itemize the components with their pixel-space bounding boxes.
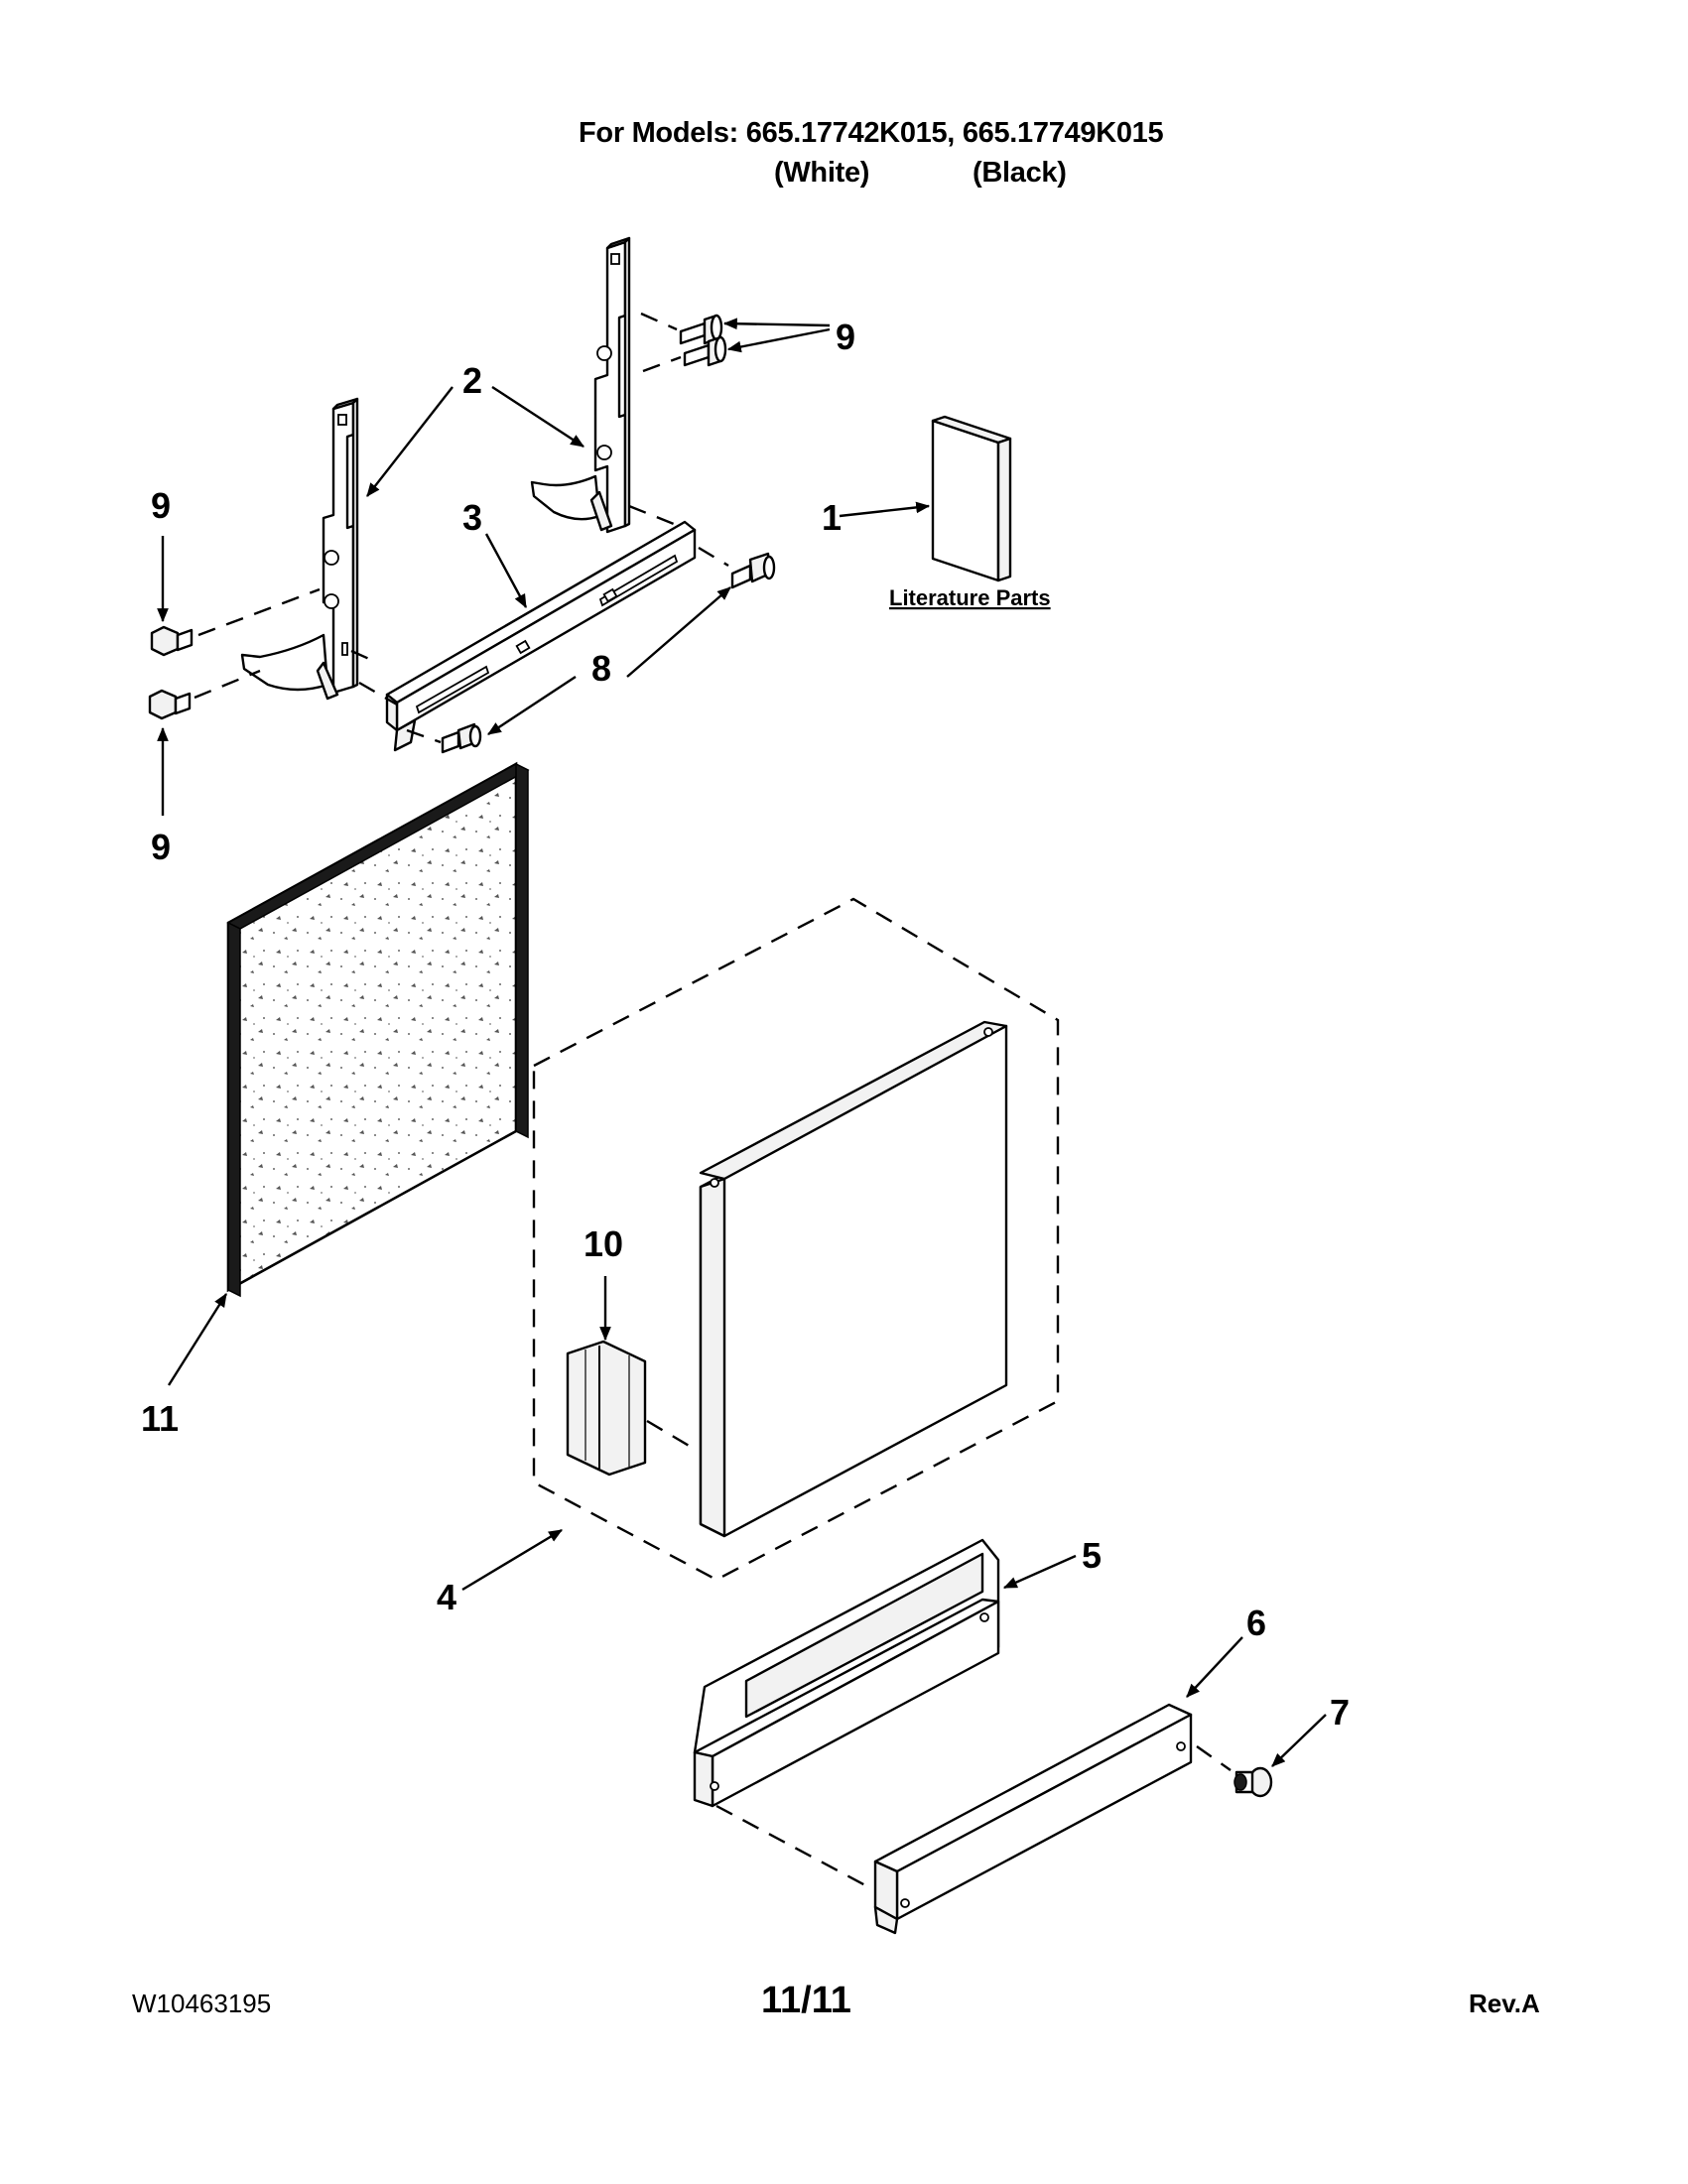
callout-4: 4 xyxy=(437,1577,456,1617)
page-number: 11/11 xyxy=(761,1980,851,2021)
callout-3: 3 xyxy=(462,497,482,538)
clip-screw xyxy=(1234,1766,1273,1798)
callout-9-left-upper: 9 xyxy=(151,485,171,526)
insert-plate xyxy=(566,1340,692,1477)
toe-panel xyxy=(693,1538,1000,1808)
door-panel xyxy=(532,897,1060,1582)
screw-top-lower xyxy=(683,335,727,367)
black-color-label: (Black) xyxy=(973,157,1067,189)
document-number: W10463195 xyxy=(132,1989,272,2018)
screw-top-upper xyxy=(679,314,723,345)
screw-left-upper xyxy=(150,625,194,657)
literature-parts xyxy=(931,415,1012,582)
callout-11: 11 xyxy=(141,1398,179,1439)
callout-6: 6 xyxy=(1246,1603,1266,1643)
revision-label: Rev.A xyxy=(1469,1989,1540,2018)
models-heading: For Models: 665.17742K015, 665.17749K015 xyxy=(579,117,1164,149)
white-color-label: (White) xyxy=(774,157,870,189)
left-side-bracket xyxy=(240,397,359,701)
callout-10: 10 xyxy=(584,1223,623,1264)
callout-5: 5 xyxy=(1082,1535,1102,1576)
rail-screw-right xyxy=(730,552,776,589)
callout-1: 1 xyxy=(822,497,842,538)
textured-panel xyxy=(226,761,530,1298)
callout-7: 7 xyxy=(1330,1692,1350,1733)
support-rail xyxy=(385,520,697,752)
callout-2: 2 xyxy=(462,360,482,401)
kick-plate xyxy=(873,1703,1193,1935)
right-side-bracket xyxy=(530,236,631,534)
callout-8: 8 xyxy=(591,648,611,689)
callout-9-top-right: 9 xyxy=(836,317,855,357)
callout-9-left-lower: 9 xyxy=(151,827,171,867)
screw-left-lower xyxy=(148,689,192,720)
rail-screw-left xyxy=(441,722,482,754)
literature-parts-label: Literature Parts xyxy=(889,585,1051,610)
